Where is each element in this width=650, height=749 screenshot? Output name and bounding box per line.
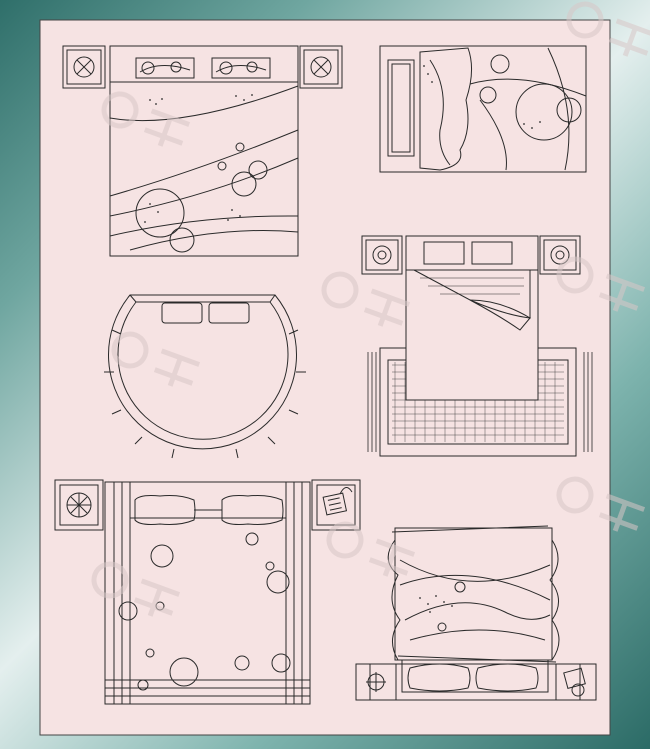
bed-frame <box>109 45 299 257</box>
bed-frame-2 <box>379 45 587 173</box>
pillow-left <box>135 57 195 79</box>
pillow-right <box>211 57 271 79</box>
nightstand-left-5 <box>54 479 104 531</box>
headboard-2 <box>387 59 415 157</box>
pillows-4 <box>423 241 513 265</box>
nightstand-left-4 <box>361 235 403 275</box>
nightstand-right-6 <box>555 663 597 701</box>
bed-5-king-bed <box>54 479 361 705</box>
pillows-5 <box>134 495 284 525</box>
nightstand-left-6 <box>355 663 397 701</box>
bed-2-single-bed <box>379 45 587 173</box>
nightstand-left <box>62 45 106 89</box>
folded-blanket-4 <box>413 269 531 331</box>
round-bed-pillows <box>161 302 250 324</box>
duvet-pattern-2 <box>469 47 587 171</box>
nightstand-right <box>299 45 343 89</box>
duvet-pattern-5 <box>118 532 291 691</box>
stipple-dots <box>144 65 541 613</box>
bed-4-bed-with-rug <box>361 235 593 457</box>
folded-blanket-2 <box>419 47 472 171</box>
pillows-6 <box>407 663 539 692</box>
